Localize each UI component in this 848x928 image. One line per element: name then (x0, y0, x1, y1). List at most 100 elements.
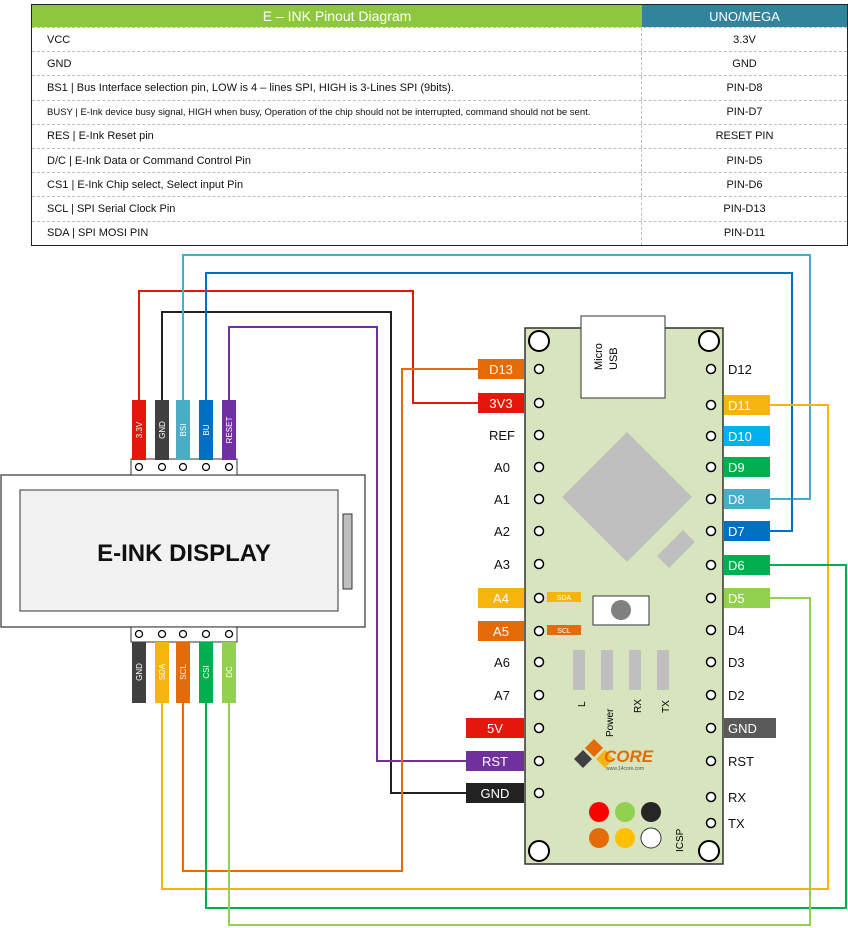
board-right-pin-label: D2 (728, 688, 745, 703)
pin-label-bg (466, 783, 524, 803)
pin-hole (533, 525, 545, 537)
wire-gnd (161, 311, 466, 794)
pin-hole (705, 363, 717, 375)
wire-scl (182, 368, 478, 872)
pin-label-bg (724, 588, 770, 608)
display-bottom-pin-label: SDA (158, 663, 167, 680)
wire-bsi (182, 254, 811, 500)
table-row: SCL | SPI Serial Clock Pin PIN-D13 (32, 196, 847, 221)
mount-hole (698, 840, 720, 862)
pin-hole (157, 462, 167, 472)
board-right-pin-label: D3 (728, 655, 745, 670)
icsp-label: ICSP (675, 828, 686, 852)
led-label-rx: RX (633, 699, 644, 713)
sda-tag (547, 592, 581, 602)
pin-hole (533, 722, 545, 734)
icsp-pin (615, 828, 635, 848)
table-cell-pin: PIN-D6 (726, 178, 763, 191)
pin-hole (705, 525, 717, 537)
display-top-pin (199, 400, 213, 460)
board-right-pin-label: TX (728, 816, 745, 831)
table-cell-desc: RES | E-Ink Reset pin (32, 124, 642, 148)
led-tx (657, 650, 669, 690)
table-cell-pin: PIN-D7 (726, 106, 763, 119)
table-header-left: E – INK Pinout Diagram (32, 5, 642, 27)
display-bottom-pin (176, 642, 190, 703)
pin-hole (533, 787, 545, 799)
table-cell-pin: PIN-D5 (726, 154, 763, 167)
mount-hole (528, 840, 550, 862)
display-bottom-pin-label: CSI (202, 665, 211, 678)
pin-hole (224, 629, 234, 639)
pin-label-bg (466, 751, 524, 771)
pin-label-bg (724, 718, 776, 738)
table-cell-pin: PIN-D8 (726, 81, 763, 94)
board-right-pin-label: D6 (728, 558, 745, 573)
led-power (601, 650, 613, 690)
display-bottom-pin-label: GND (135, 663, 144, 681)
scl-tag-label: SCL (557, 628, 571, 635)
led-label-tx: TX (661, 700, 672, 713)
table-row: D/C | E-Ink Data or Command Control Pin … (32, 147, 847, 173)
pin-hole (533, 656, 545, 668)
board-left-pin-label: A6 (494, 655, 510, 670)
board-right-pin-label: D7 (728, 524, 745, 539)
wire-dc (228, 597, 811, 926)
display-bottom-pin (132, 642, 146, 703)
wire-busy (205, 272, 793, 532)
display-top-pin-label: RESET (225, 417, 234, 444)
table-cell-desc: BS1 | Bus Interface selection pin, LOW i… (32, 76, 642, 100)
pin-hole (533, 558, 545, 570)
pin-label-bg (478, 588, 524, 608)
display-top-pin (222, 400, 236, 460)
icsp-pin (589, 828, 609, 848)
table-cell-desc: VCC (32, 28, 642, 52)
pin-hole (134, 462, 144, 472)
table-header-right: UNO/MEGA (642, 5, 847, 27)
board-right-pin-label: GND (728, 721, 757, 736)
board-left-pin-label: RST (482, 754, 508, 769)
board-pins: D133V3REFA0A1A2A3A4A5A6A75VRSTGNDD12D11D… (466, 359, 776, 831)
table-header: E – INK Pinout Diagram UNO/MEGA (32, 5, 847, 27)
scl-tag (547, 625, 581, 635)
board-left-pin-label: A2 (494, 524, 510, 539)
pin-hole (178, 462, 188, 472)
mount-hole (698, 330, 720, 352)
display-bottom-pin (199, 642, 213, 703)
pin-hole (178, 629, 188, 639)
table-cell-desc: SDA | SPI MOSI PIN (32, 221, 642, 245)
table-cell-pin: RESET PIN (715, 130, 774, 143)
pin-hole (533, 755, 545, 767)
pin-hole (533, 461, 545, 473)
mount-hole (528, 330, 550, 352)
display-top-pin (155, 400, 169, 460)
board-right-pin-label: RX (728, 790, 746, 805)
pin-hole (705, 559, 717, 571)
pin-label-bg (724, 521, 770, 541)
display-top-pin (132, 400, 146, 460)
micro-usb-port (580, 315, 666, 399)
pin-hole (134, 629, 144, 639)
table-row: GND GND (32, 51, 847, 76)
pin-label-bg (724, 457, 770, 477)
pin-hole (705, 817, 717, 829)
display-title: E-INK DISPLAY (97, 540, 271, 567)
pin-label-bg (724, 555, 770, 575)
board-right-pin-label: RST (728, 754, 754, 769)
pin-label-bg (724, 395, 770, 415)
pin-hole (157, 629, 167, 639)
wire-reset (228, 326, 466, 762)
wire-cs (205, 564, 847, 909)
pin-hole (705, 722, 717, 734)
table-row: SDA | SPI MOSI PIN PIN-D11 (32, 220, 847, 245)
pin-hole (705, 461, 717, 473)
pin-hole (533, 689, 545, 701)
pin-label-bg (478, 621, 524, 641)
display-bottom-pin (222, 642, 236, 703)
board-left-pin-label: A4 (493, 591, 509, 606)
led-label-l: L (577, 701, 588, 707)
display-top-pin-label: BU (202, 424, 211, 435)
table-cell-desc: BUSY | E-Ink device busy signal, HIGH wh… (32, 100, 642, 124)
